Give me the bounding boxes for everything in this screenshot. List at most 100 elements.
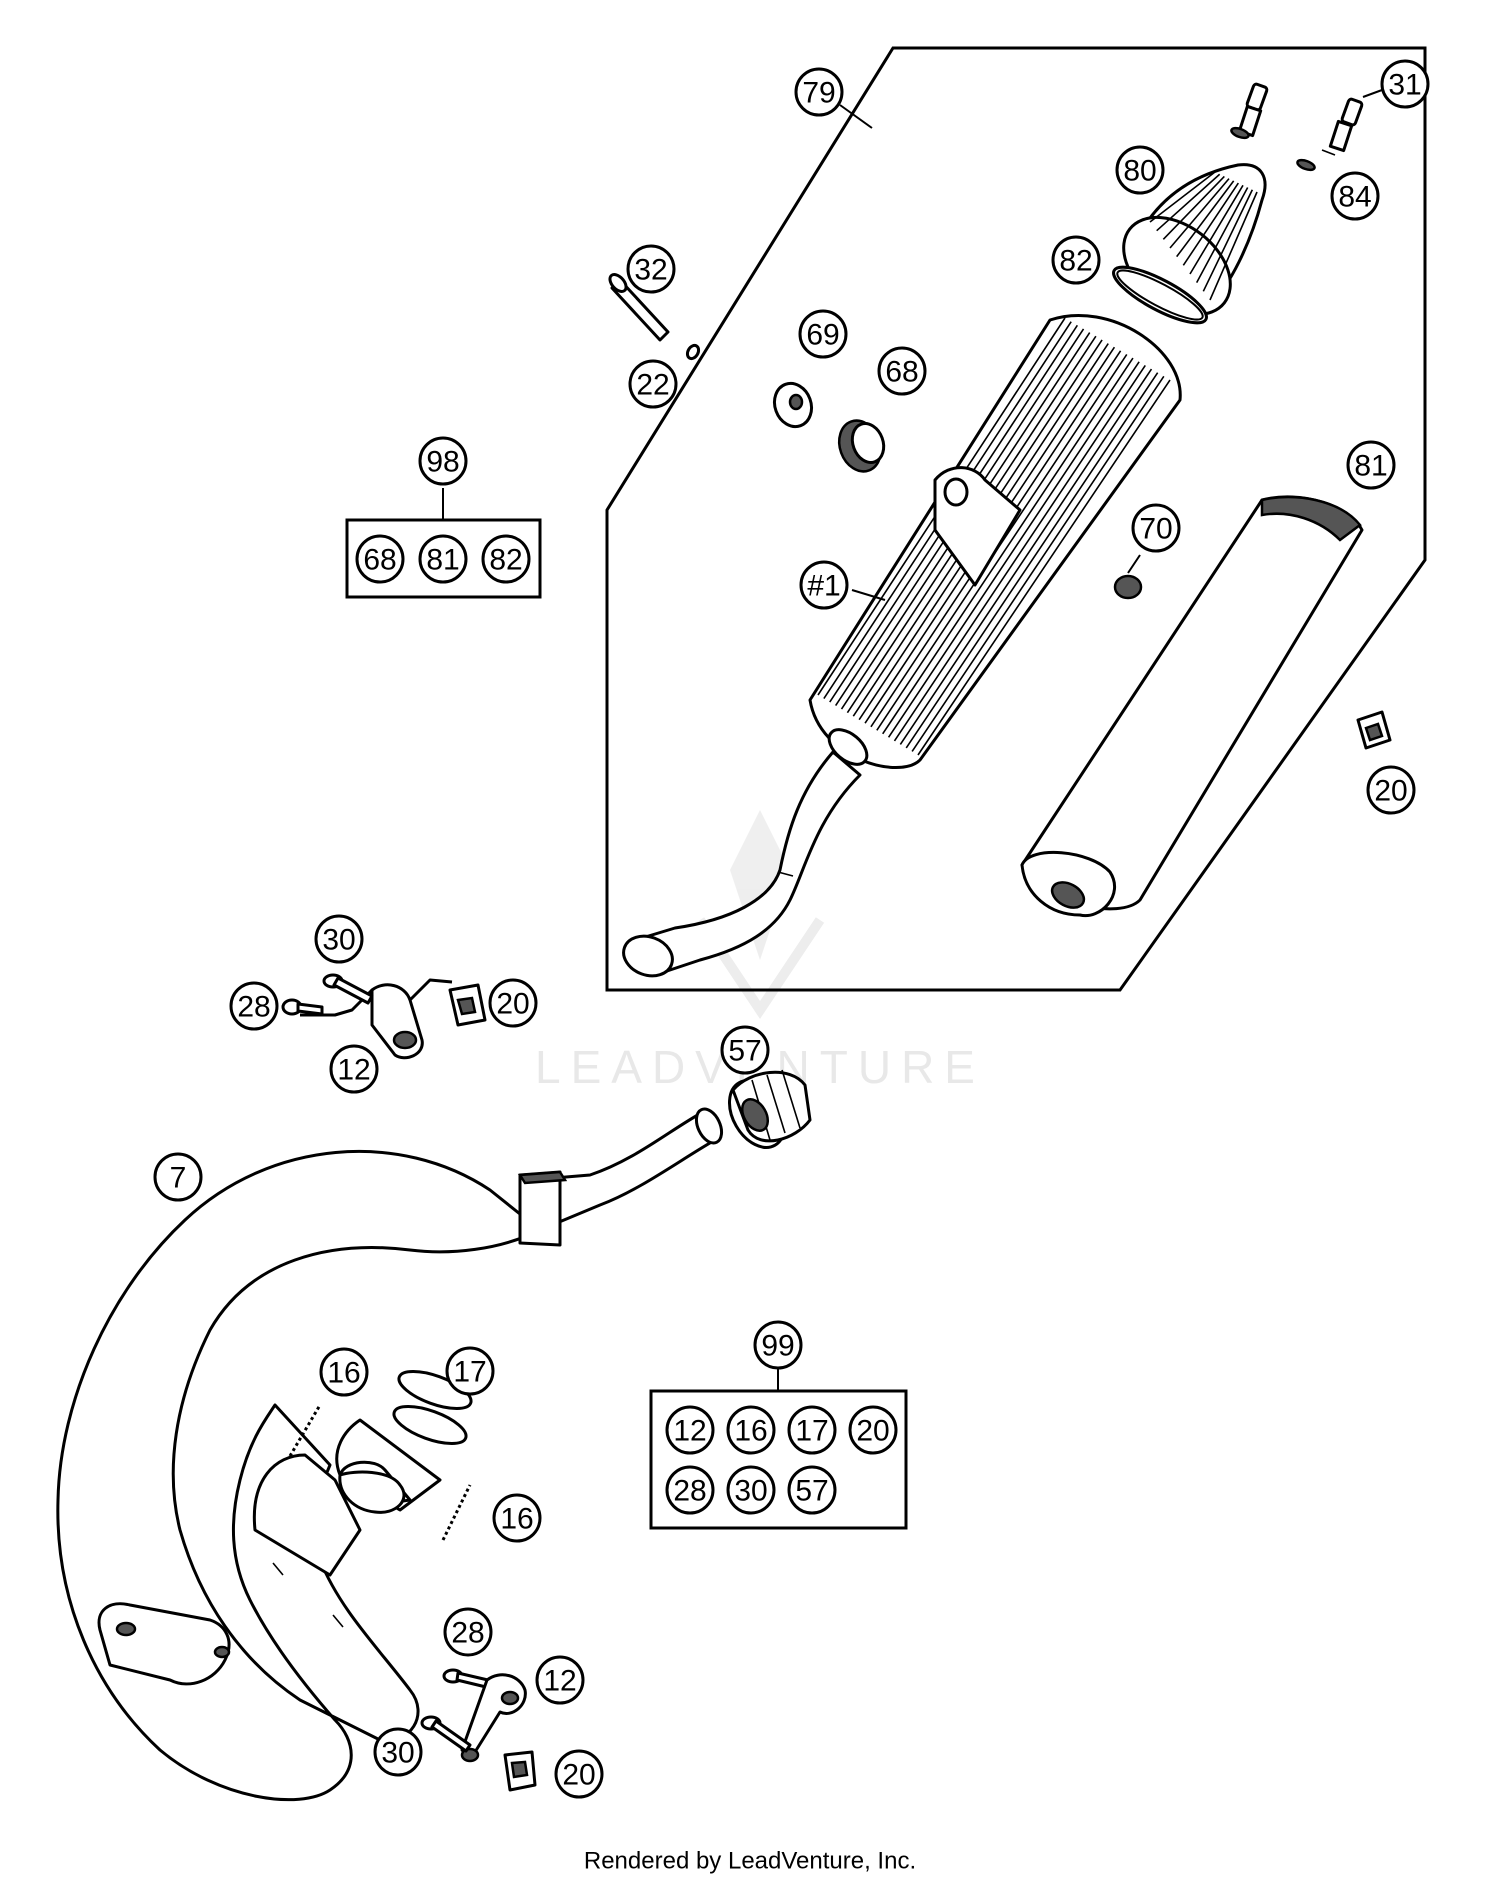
kit-99-item-30: 30 [726, 1465, 776, 1515]
callout-c82: 82 [1051, 235, 1101, 285]
callout-c69: 69 [798, 309, 848, 359]
end-cap-rib [1182, 182, 1239, 266]
kit-99-item-28-label: 28 [673, 1475, 706, 1508]
callout-c12b: 12 [535, 1655, 585, 1705]
callout-c30a: 30 [314, 914, 364, 964]
muffler-group-frame [605, 46, 1427, 992]
muffler-body-rib [905, 372, 1159, 749]
callout-c99-label: 99 [761, 1330, 794, 1363]
callout-c7-label: 7 [170, 1162, 187, 1195]
callout-c20a-label: 20 [1374, 775, 1407, 808]
callout-c80: 80 [1115, 145, 1165, 195]
callout-c22-label: 22 [636, 369, 669, 402]
callout-c81: 81 [1346, 440, 1396, 490]
callout-c79: 79 [794, 67, 844, 117]
callout-c20c: 20 [554, 1749, 604, 1799]
o-ring-17-b [392, 1405, 468, 1445]
grommet-69 [772, 381, 814, 429]
callout-c12b-label: 12 [543, 1665, 576, 1698]
muffler-body-rib [893, 364, 1146, 742]
callout-c1: #1 [799, 560, 849, 610]
callout-c12a-label: 12 [337, 1054, 370, 1087]
callout-c99: 99 [753, 1320, 803, 1370]
callout-c20b-label: 20 [496, 988, 529, 1021]
spring-16-upper [288, 1404, 322, 1457]
kit-99-item-57-label: 57 [795, 1475, 828, 1508]
callout-c17: 17 [445, 1346, 495, 1396]
muffler-body-rib [887, 361, 1140, 738]
kit-99-item-16-label: 16 [734, 1415, 767, 1448]
o-ring-17-a [397, 1370, 473, 1410]
kit-99-item-20-label: 20 [856, 1415, 889, 1448]
o-ring-82 [1112, 265, 1208, 325]
spring-16-lower [441, 1484, 472, 1541]
end-cap-rib [1176, 180, 1235, 258]
kit-99-item-30-label: 30 [734, 1475, 767, 1508]
callout-c16b: 16 [492, 1493, 542, 1543]
kit-98-item-68: 68 [355, 534, 405, 584]
kit-98-item-81-label: 81 [426, 544, 459, 577]
clip-nut-20-right [1356, 710, 1392, 750]
end-cap-rib [1169, 178, 1230, 249]
clip-nut-20-lower [503, 1750, 537, 1792]
footer-credit: Rendered by LeadVenture, Inc. [584, 1848, 916, 1875]
muffler-body-rib [911, 375, 1165, 752]
callout-c68-label: 68 [885, 356, 918, 389]
callout-c80-label: 80 [1123, 155, 1156, 188]
kit-98-item-68-label: 68 [363, 544, 396, 577]
callout-c28b-label: 28 [451, 1617, 484, 1650]
callout-c98: 98 [418, 436, 468, 486]
washer-84-left [1230, 126, 1250, 140]
o-ring-82-inner [1116, 269, 1204, 321]
end-cap-rib [1156, 173, 1221, 232]
end-cap-rib [1209, 191, 1258, 301]
exhaust-seal-57 [728, 1069, 812, 1149]
leader-70 [1127, 554, 1141, 574]
callout-c28a: 28 [229, 981, 279, 1031]
callout-c84-label: 84 [1338, 181, 1371, 214]
kit-98-item-81: 81 [418, 534, 468, 584]
callout-c69-label: 69 [806, 319, 839, 352]
washer-84-right [1296, 158, 1316, 172]
muffler-body-rib [917, 379, 1171, 756]
washer-22 [685, 343, 701, 361]
callout-c31: 31 [1380, 59, 1430, 109]
kit-99-item-16: 16 [726, 1405, 776, 1455]
leader-31 [1362, 89, 1383, 98]
callout-c84: 84 [1330, 171, 1380, 221]
muffler-body-rib [882, 357, 1134, 735]
callout-c98-label: 98 [426, 446, 459, 479]
callout-c22: 22 [628, 359, 678, 409]
callout-c81-label: 81 [1354, 450, 1387, 483]
callout-c30b: 30 [373, 1727, 423, 1777]
callout-c16a: 16 [319, 1347, 369, 1397]
mounting-screw-top-left [1235, 82, 1269, 138]
bolt-32 [608, 273, 670, 342]
washer-70 [1113, 574, 1143, 600]
clip-nut-20-upper [448, 983, 487, 1027]
callout-c1-label: #1 [807, 570, 840, 603]
kit-99-item-20: 20 [848, 1405, 898, 1455]
callout-c12a: 12 [329, 1044, 379, 1094]
exhaust-pipe [56, 1107, 724, 1802]
callout-c17-label: 17 [453, 1356, 486, 1389]
callout-c70: 70 [1131, 503, 1181, 553]
callout-c82-label: 82 [1059, 245, 1092, 278]
callout-c31-label: 31 [1388, 69, 1421, 102]
kit-98-item-82-label: 82 [489, 544, 522, 577]
screw-28-upper [281, 998, 324, 1016]
end-cap-rib [1149, 171, 1216, 223]
screw-30-upper [322, 973, 374, 1005]
kit-99-item-12-label: 12 [673, 1415, 706, 1448]
callout-c30a-label: 30 [322, 924, 355, 957]
end-cap-rib [1202, 189, 1254, 292]
end-cap-rib [1189, 184, 1244, 275]
silencer-packing [1020, 495, 1364, 918]
end-cap-rib [1195, 187, 1249, 284]
callout-c30b-label: 30 [381, 1737, 414, 1770]
callout-c32-label: 32 [634, 254, 667, 287]
screw-28-lower [442, 1668, 490, 1689]
callout-c28a-label: 28 [237, 991, 270, 1024]
callout-c28b: 28 [443, 1607, 493, 1657]
kit-99-item-12: 12 [665, 1405, 715, 1455]
